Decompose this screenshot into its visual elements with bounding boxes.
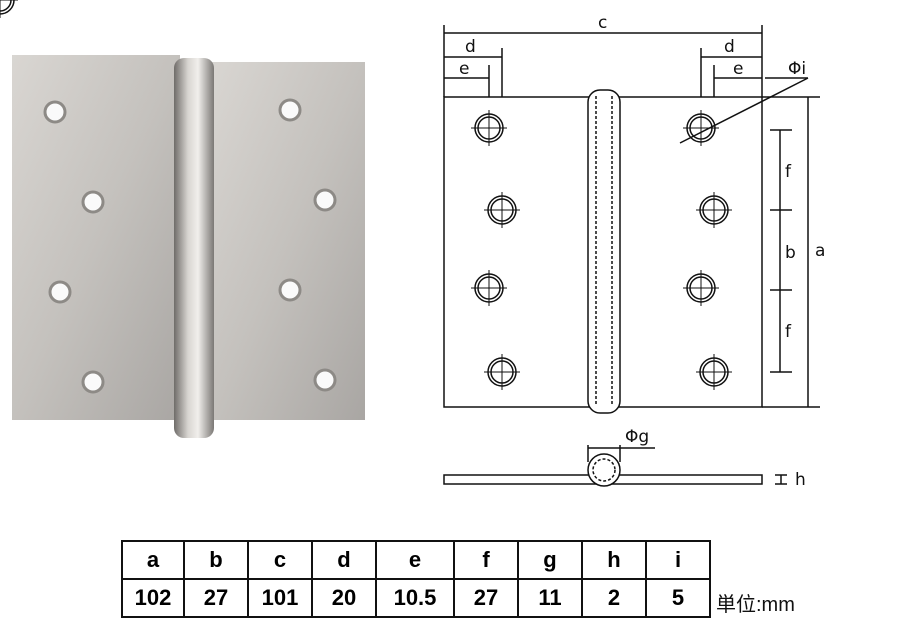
dim-label-b: b: [785, 243, 796, 263]
dim-label-d-left: d: [465, 37, 476, 57]
dim-label-f-top: f: [785, 162, 792, 182]
dim-label-h: h: [795, 470, 806, 490]
header-g: g: [517, 540, 583, 580]
dim-label-f-bottom: f: [785, 322, 792, 342]
spec-table: a b c d e f g h i 102 27 101 20 10.5 27 …: [121, 540, 711, 618]
header-h: h: [581, 540, 647, 580]
dim-label-e-left: e: [459, 59, 469, 79]
header-i: i: [645, 540, 711, 580]
dim-label-c: c: [598, 13, 607, 33]
value-i: 5: [645, 578, 711, 618]
dim-label-phi-g: Φg: [625, 427, 649, 447]
unit-label: 単位:mm: [716, 594, 795, 616]
header-d: d: [311, 540, 377, 580]
value-h: 2: [581, 578, 647, 618]
screw-holes: [0, 0, 733, 391]
spec-value-row: 102 27 101 20 10.5 27 11 2 5: [121, 578, 711, 618]
dim-label-phi-i: Φi: [788, 59, 806, 79]
value-a: 102: [121, 578, 185, 618]
dim-label-d-right: d: [724, 37, 735, 57]
header-f: f: [453, 540, 519, 580]
header-b: b: [183, 540, 249, 580]
value-d: 20: [311, 578, 377, 618]
value-b: 27: [183, 578, 249, 618]
value-e: 10.5: [375, 578, 455, 618]
hinge-dimension-drawing: c d e d e Φi f b f a Φg h: [0, 0, 825, 490]
header-c: c: [247, 540, 313, 580]
dim-label-a: a: [815, 241, 825, 261]
header-e: e: [375, 540, 455, 580]
spec-header-row: a b c d e f g h i: [121, 540, 711, 580]
hinge-photo: [12, 55, 365, 438]
dim-label-e-right: e: [733, 59, 743, 79]
value-c: 101: [247, 578, 313, 618]
value-f: 27: [453, 578, 519, 618]
header-a: a: [121, 540, 185, 580]
value-g: 11: [517, 578, 583, 618]
knuckle: [587, 89, 621, 414]
